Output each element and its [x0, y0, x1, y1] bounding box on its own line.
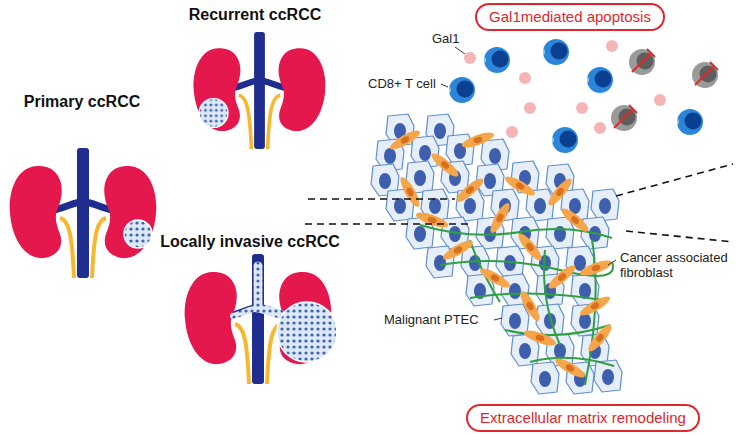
fibroblasts [388, 127, 615, 381]
box-text: Gal1mediated apoptosis [489, 8, 651, 26]
leader-lines [441, 47, 616, 320]
t-cells [449, 39, 718, 153]
highlight-box: Gal1mediated apoptosis [475, 3, 665, 31]
part-label: Cancer associated fibroblast [620, 250, 732, 280]
panel-title: Locally invasive ccRCC [160, 232, 340, 251]
kidney-primary [10, 148, 157, 278]
kidney-invasive [185, 254, 337, 384]
tumor-cells [371, 114, 622, 394]
panel-title: Primary ccRCC [24, 92, 141, 111]
part-label: CD8+ T cell [368, 76, 436, 91]
box-text: Extracellular matrix remodeling [480, 409, 686, 427]
part-label: Gal1 [432, 31, 459, 46]
highlight-box: Extracellular matrix remodeling [466, 404, 700, 432]
panel-title: Recurrent ccRCC [189, 5, 321, 24]
kidney-recurrent [194, 32, 326, 149]
gal1-dots [464, 40, 666, 138]
ecm-fibres [420, 225, 614, 385]
part-label: Malignant PTEC [384, 312, 479, 327]
zoom-lines [305, 164, 733, 242]
